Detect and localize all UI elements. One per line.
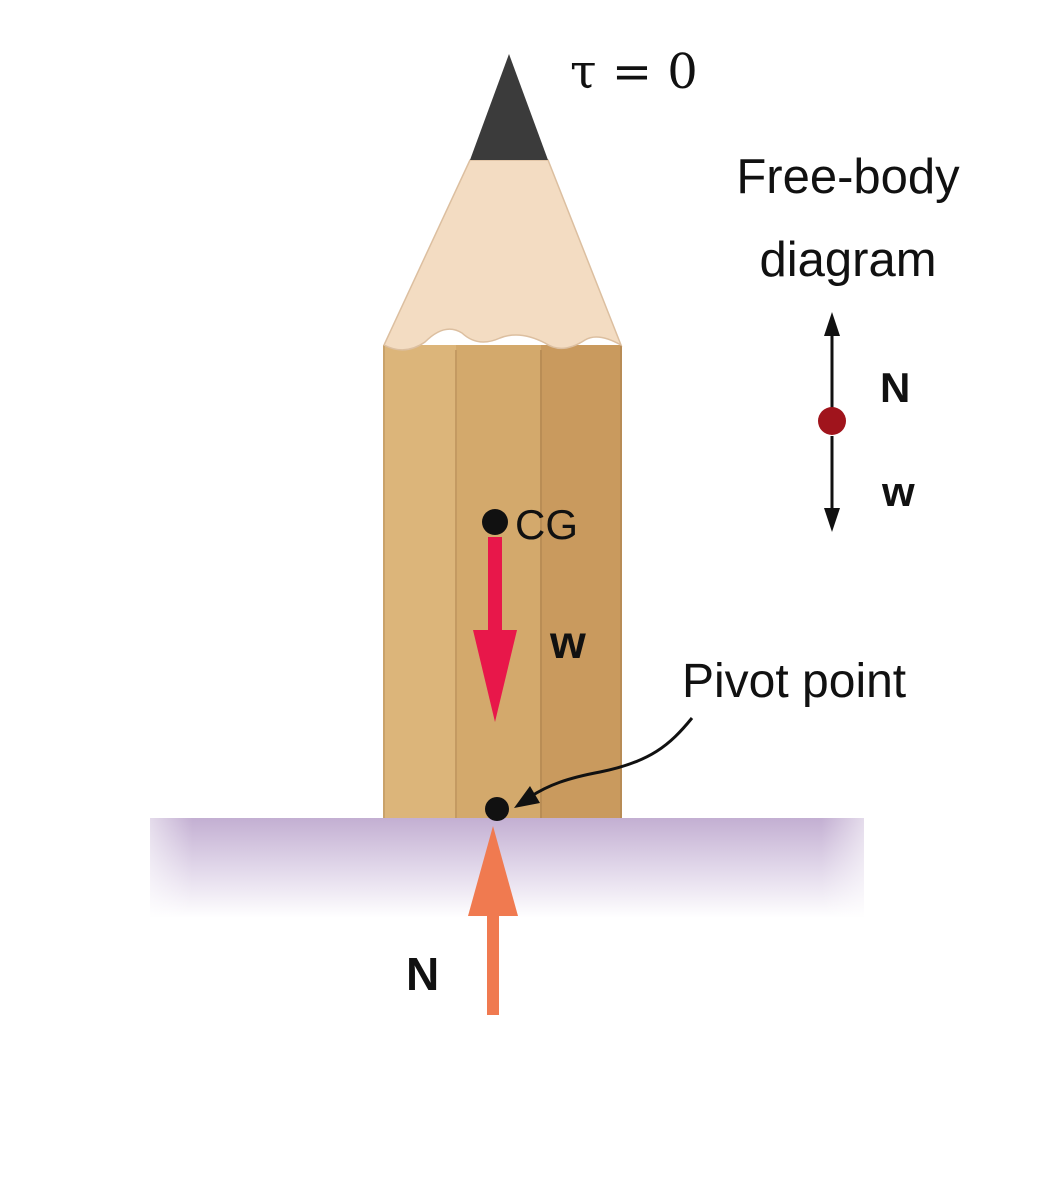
normal-force-label: N: [406, 948, 439, 1000]
fbd-normal-force-label: N: [880, 364, 910, 411]
pivot-leader-line: [529, 717, 694, 799]
fbd-title-line1: Free-body: [736, 150, 960, 204]
torque-label: τ = 0: [570, 44, 698, 100]
pencil-body-right-face: [541, 345, 621, 818]
table-surface: [150, 818, 864, 918]
pivot-dot: [485, 797, 509, 821]
pencil-lead: [470, 54, 548, 160]
free-body-diagram: Free-body diagram N w: [736, 150, 960, 532]
weight-label: w: [549, 616, 586, 668]
pivot-leader-arrowhead: [514, 786, 540, 808]
fbd-weight-label: w: [881, 468, 915, 515]
cg-label: CG: [515, 501, 578, 548]
fbd-normal-force-arrow: [824, 312, 840, 408]
pencil: [383, 54, 623, 818]
fbd-body-dot: [818, 407, 846, 435]
cg-dot: [482, 509, 508, 535]
weight-arrow: [473, 537, 517, 722]
fbd-weight-arrow: [824, 436, 840, 532]
normal-force-arrow: [468, 826, 518, 1015]
fbd-title-line2: diagram: [759, 233, 936, 287]
pivot-point-label: Pivot point: [682, 655, 906, 708]
pencil-body-left-face: [384, 345, 456, 818]
pencil-shaved-tip: [383, 159, 623, 351]
